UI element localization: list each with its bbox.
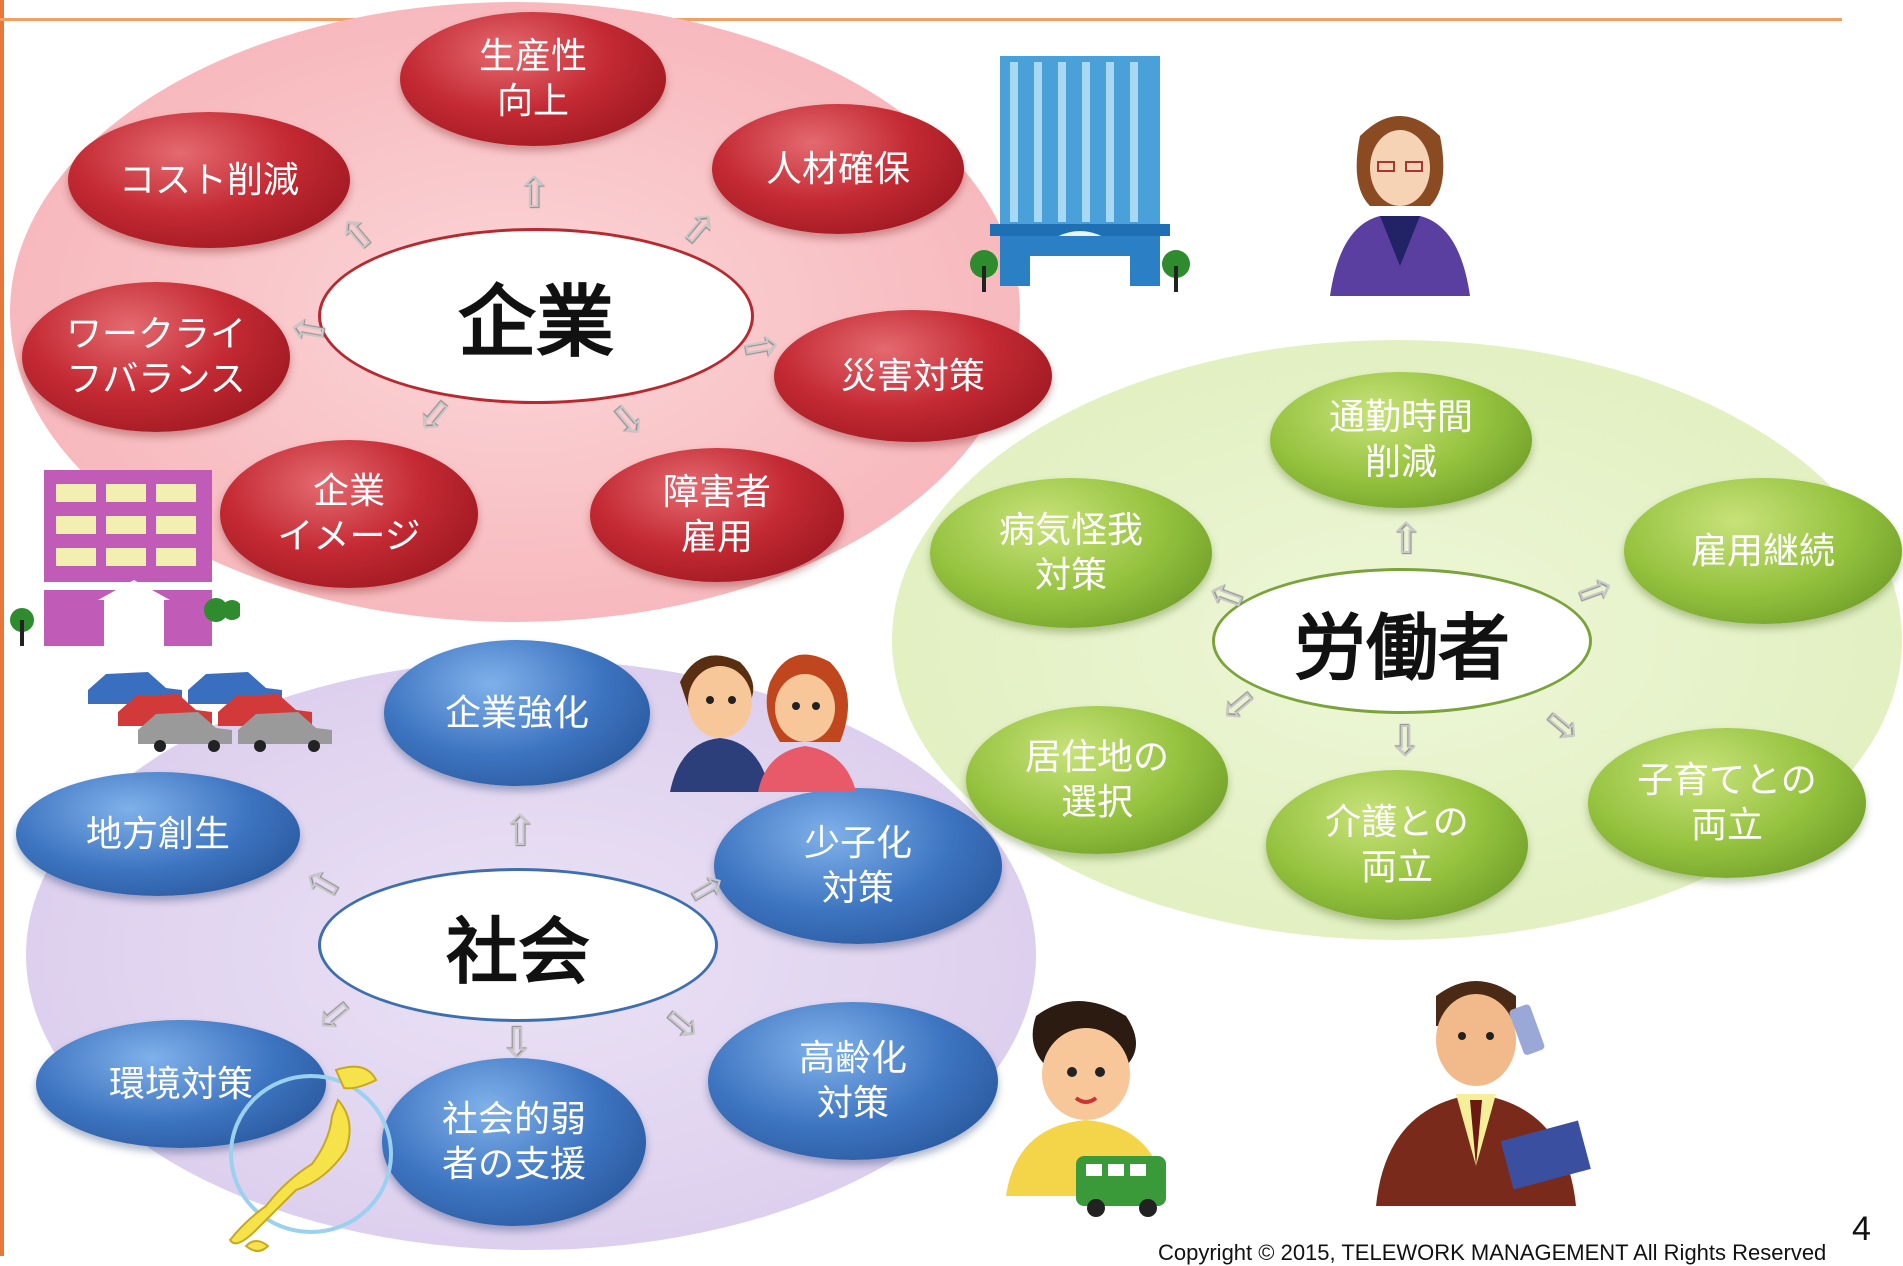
top-rule (0, 18, 1842, 21)
copyright-text: Copyright © 2015, TELEWORK MANAGEMENT Al… (1158, 1240, 1827, 1265)
company-node-productivity: 生産性 向上 (400, 12, 666, 146)
worker-node-residence: 居住地の 選択 (966, 706, 1228, 854)
worker-node-illness: 病気怪我 対策 (930, 478, 1212, 628)
company-node-talent: 人材確保 (712, 104, 964, 234)
japan-map-icon (228, 1065, 393, 1252)
worker-node-employment-continuation: 雇用継続 (1624, 478, 1902, 624)
worker-node-childcare: 子育てとの 両立 (1588, 728, 1866, 878)
worker-hub: 労働者 (1212, 568, 1592, 714)
company-hub: 企業 (318, 228, 754, 404)
company-node-work-life-balance: ワークライ フバランス (22, 282, 290, 432)
society-node-aging: 高齢化 対策 (708, 1002, 998, 1160)
left-accent-bar (0, 0, 4, 1256)
company-node-disaster: 災害対策 (774, 310, 1052, 442)
worker-node-nursing-care: 介護との 両立 (1266, 770, 1528, 920)
cars-icon (88, 672, 332, 752)
arrow-icon: ⇧ (502, 806, 538, 855)
society-node-low-birthrate: 少子化 対策 (714, 788, 1002, 944)
arrow-icon: ⇧ (732, 325, 788, 369)
arrow-icon: ⇧ (1388, 715, 1424, 764)
arrow-icon: ⇧ (281, 309, 337, 353)
company-node-disabled-employment: 障害者 雇用 (590, 448, 844, 582)
couple-icon (670, 654, 856, 792)
arrow-icon: ⇧ (500, 1017, 536, 1066)
company-node-cost-reduction: コスト削減 (68, 112, 350, 248)
businesswoman-icon (1330, 116, 1470, 296)
company-node-image: 企業 イメージ (220, 440, 478, 588)
worker-node-commute: 通勤時間 削減 (1270, 372, 1532, 508)
society-hub: 社会 (318, 868, 718, 1022)
society-node-regional-revitalization: 地方創生 (16, 772, 300, 896)
arrow-icon: ⇧ (1388, 514, 1424, 563)
office-tower-icon (970, 56, 1190, 292)
society-node-business-strengthening: 企業強化 (384, 640, 650, 786)
businessman-phone-icon (1376, 981, 1591, 1206)
page-number: 4 (1852, 1210, 1871, 1248)
arrow-icon: ⇧ (516, 168, 552, 217)
society-node-vulnerable-support: 社会的弱 者の支援 (382, 1058, 646, 1226)
child-with-toy-bus-icon (1006, 1001, 1166, 1217)
apartment-building-icon (10, 470, 240, 646)
